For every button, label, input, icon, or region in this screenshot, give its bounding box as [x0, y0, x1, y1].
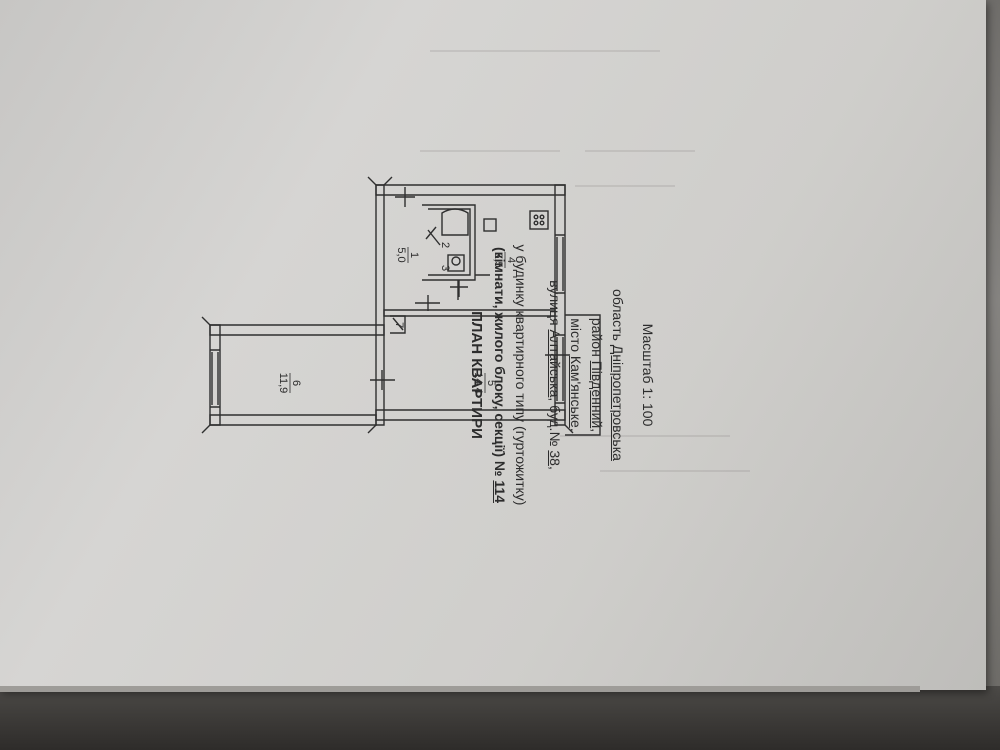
- door-line: [425, 226, 437, 240]
- vent-mark: [450, 280, 468, 297]
- door-line: [427, 229, 441, 246]
- room-1-label: 1 5,0: [395, 247, 420, 263]
- toilet: [447, 254, 465, 272]
- room-6-area: 11,9: [277, 373, 289, 394]
- break-mark: [201, 316, 211, 434]
- balcony: [565, 314, 601, 436]
- break-mark: [367, 424, 574, 434]
- toilet-bowl: [451, 256, 461, 266]
- scale-label: Масштаб 1: 100: [640, 323, 656, 427]
- wall-left-upper: [375, 184, 385, 426]
- document-sheet: [0, 0, 986, 692]
- room-1-number: 1: [408, 252, 420, 258]
- lower-sheet: [0, 686, 1000, 750]
- room-7-number: 7: [393, 322, 405, 328]
- window-room4: [555, 234, 565, 294]
- window-room5-glass: [556, 337, 564, 401]
- room-1-area: 5,0: [395, 247, 407, 262]
- burner: [539, 214, 545, 220]
- faint-text-line: [420, 150, 560, 152]
- vent-mark: [370, 370, 395, 390]
- closet-7: [390, 315, 406, 334]
- room-6-number: 6: [290, 380, 302, 386]
- room-5-label: 5 14,4: [472, 372, 497, 393]
- bathroom-walls: [422, 204, 476, 281]
- window-room4-glass: [556, 237, 564, 291]
- window-room5: [555, 334, 565, 404]
- room-2-number: 2: [439, 242, 451, 248]
- sheet-edge: [0, 686, 920, 692]
- floor-plan: 1 5,0 2 3 4 6,5 5 14,4: [200, 175, 610, 450]
- burner: [533, 214, 539, 220]
- faint-text-line: [575, 185, 675, 187]
- burner: [539, 220, 545, 226]
- faint-text-line: [600, 470, 750, 472]
- room-2-label: 2: [439, 242, 451, 248]
- burner: [533, 220, 539, 226]
- room-3-number: 3: [439, 265, 451, 271]
- faint-text-line: [585, 150, 695, 152]
- faint-text-line: [430, 50, 660, 52]
- bathroom-inner: [428, 208, 471, 276]
- room-3-label: 3: [439, 265, 451, 271]
- vent-mark: [415, 295, 440, 311]
- address-region: область Дніпропетровська: [610, 289, 626, 461]
- wall-bottom-left: [209, 414, 377, 426]
- stove: [529, 210, 549, 230]
- bathtub: [441, 208, 469, 236]
- sink: [483, 218, 497, 232]
- partition-4-5: [383, 309, 556, 317]
- faint-text-line: [560, 435, 730, 437]
- room-4-area: 6,5: [492, 252, 504, 267]
- apartment-number: 114: [492, 480, 508, 503]
- room-5-number: 5: [485, 380, 497, 386]
- room-4-label: 4 6,5: [492, 252, 517, 268]
- window-room6: [210, 349, 220, 408]
- break-mark: [367, 176, 393, 186]
- floor-plan-drawing: 1 5,0 2 3 4 6,5 5 14,4: [201, 176, 601, 436]
- room-4-number: 4: [505, 257, 517, 263]
- room-7-label: 7: [393, 322, 405, 328]
- wall-room6-top: [209, 324, 385, 336]
- building-value: 38: [547, 450, 563, 466]
- wall-bottom: [375, 409, 566, 421]
- room-5-area: 14,4: [472, 372, 484, 393]
- vent-mark: [545, 345, 570, 365]
- door-line: [457, 274, 490, 300]
- room-6-label: 6 11,9: [277, 373, 302, 394]
- vent-mark: [395, 187, 415, 207]
- region-value: Дніпропетровська: [610, 344, 626, 461]
- closet-door: [392, 317, 404, 331]
- window-room6-glass: [211, 352, 219, 405]
